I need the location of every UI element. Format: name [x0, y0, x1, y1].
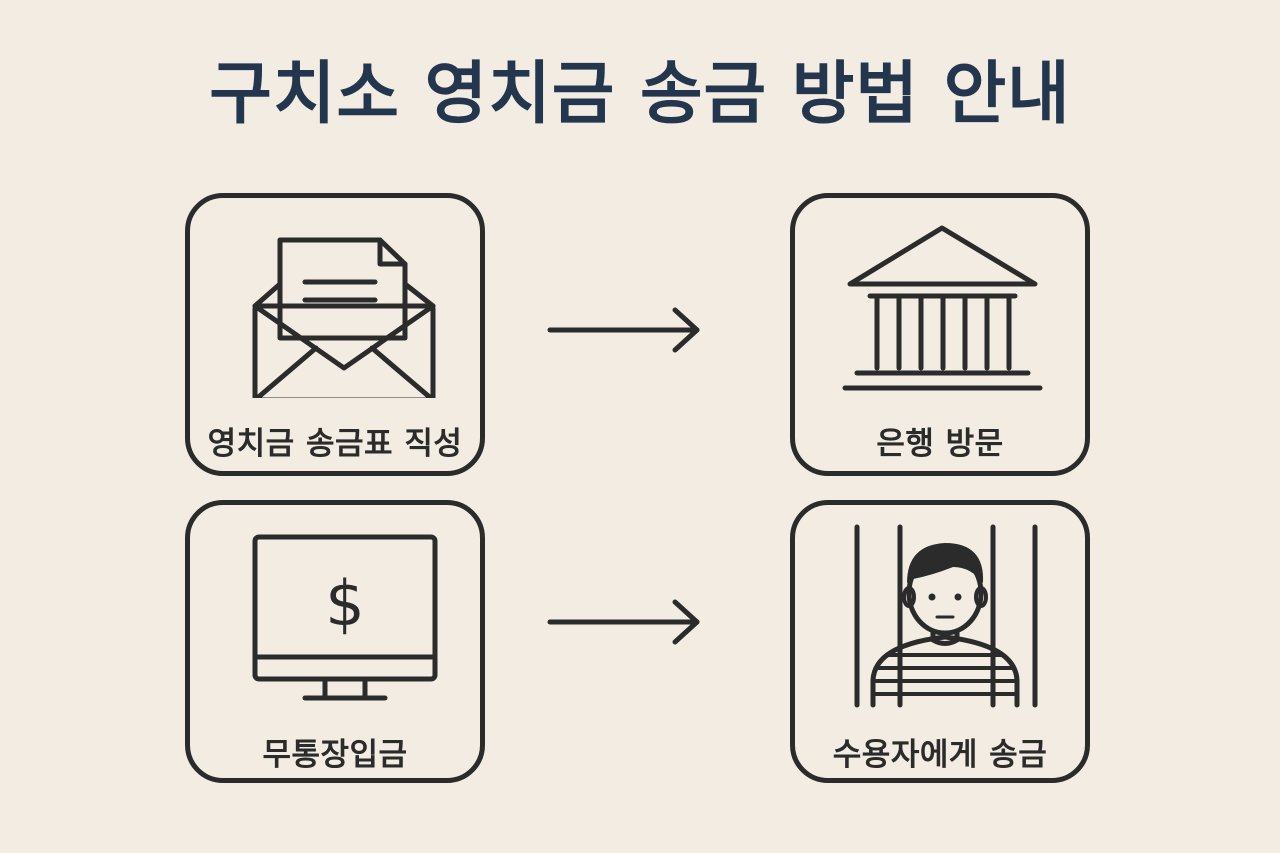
step-card-bank-visit: 은행 방문 [790, 193, 1090, 476]
step-label-bank-deposit: 무통장입금 [262, 737, 408, 773]
step-label-bank-visit: 은행 방문 [876, 426, 1004, 462]
inmate-behind-bars-icon [854, 524, 1038, 708]
bank-building-icon [842, 225, 1043, 391]
envelope-document-icon [252, 237, 436, 398]
step-card-remittance-form: 영치금 송금표 직성 [185, 193, 485, 476]
step-label-remittance-form: 영치금 송금표 직성 [207, 426, 463, 462]
step-label-send-to-inmate: 수용자에게 송금 [832, 737, 1048, 773]
arrow-right-icon [547, 599, 700, 645]
arrow-right-icon [547, 307, 700, 353]
step-card-bank-deposit: $ 무통장입금 [185, 500, 485, 783]
svg-text:$: $ [325, 567, 364, 640]
monitor-dollar-icon: $ [252, 534, 438, 701]
page-title: 구치소 영치금 송금 방법 안내 [209, 55, 1071, 134]
step-card-send-to-inmate: 수용자에게 송금 [790, 500, 1090, 783]
